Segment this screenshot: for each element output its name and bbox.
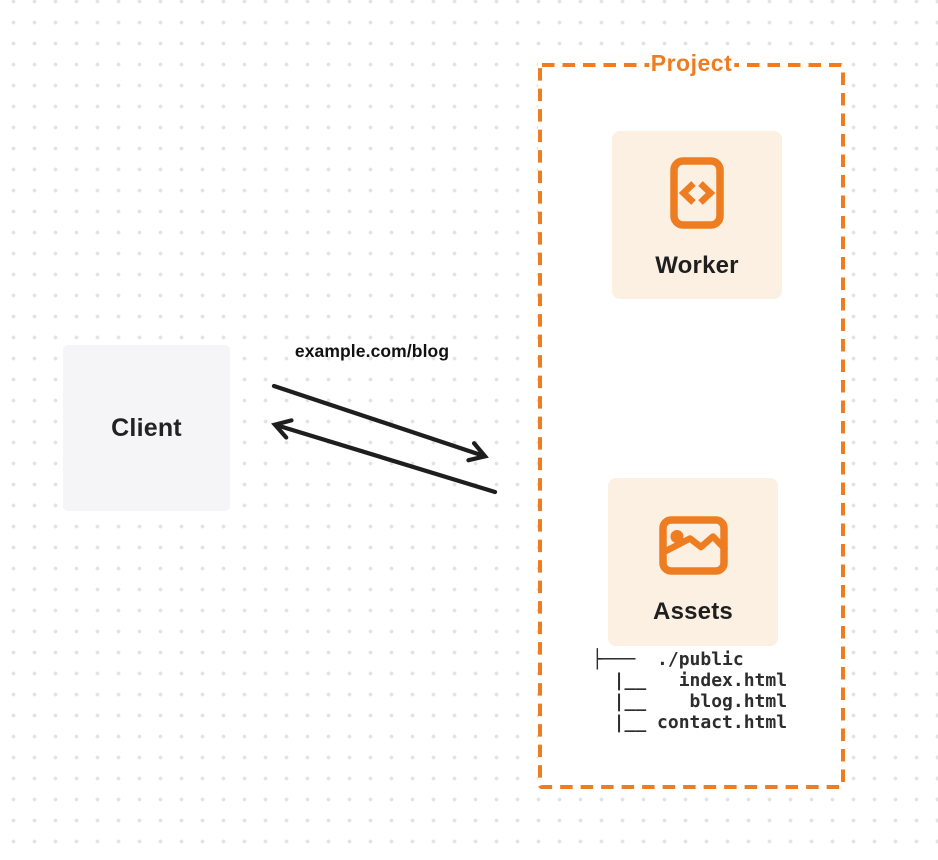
assets-label: Assets: [653, 598, 733, 625]
code-file-icon: [670, 157, 724, 229]
request-url-label: example.com/blog: [294, 341, 450, 361]
project-boundary: Project Worker Assets ├─── ./public |__ …: [538, 50, 845, 789]
client-node: Client: [63, 345, 230, 511]
project-title: Project: [648, 50, 735, 77]
response-arrow: [271, 418, 498, 495]
worker-label: Worker: [655, 252, 739, 279]
assets-node: Assets: [608, 478, 778, 646]
assets-file-tree: ├─── ./public |__ index.html |__ blog.ht…: [592, 649, 788, 733]
image-icon: [658, 516, 728, 575]
request-arrow: [271, 383, 489, 463]
worker-node: Worker: [612, 131, 782, 299]
client-label: Client: [111, 413, 182, 442]
